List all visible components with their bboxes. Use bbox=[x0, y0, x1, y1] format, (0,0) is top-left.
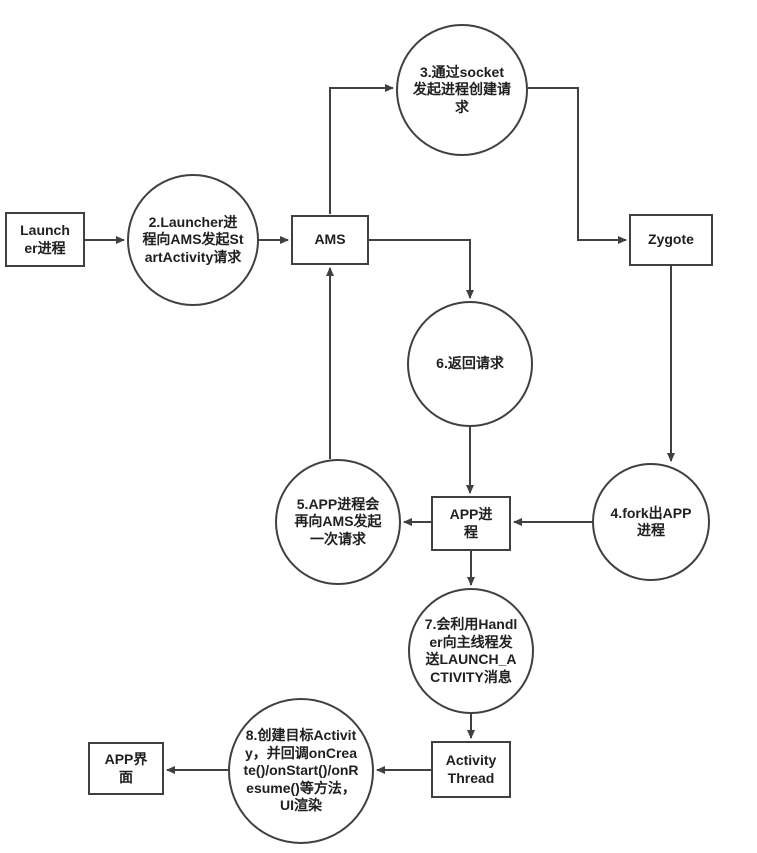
node-zygote: Zygote bbox=[629, 214, 713, 266]
node-app-ui-label: APP界面 bbox=[104, 751, 148, 785]
node-launcher-process: Launcher进程 bbox=[5, 212, 85, 267]
node-step2-label: 2.Launcher进程向AMS发起StartActivity请求 bbox=[142, 213, 244, 265]
node-activity-thread-label: Activity Thread bbox=[445, 752, 497, 786]
node-step3-socket-request: 3.通过socket发起进程创建请求 bbox=[396, 24, 528, 156]
node-zygote-label: Zygote bbox=[648, 231, 694, 248]
node-step3-label: 3.通过socket发起进程创建请求 bbox=[413, 63, 511, 115]
node-launcher-process-label: Launcher进程 bbox=[20, 222, 70, 256]
node-activity-thread: Activity Thread bbox=[431, 741, 511, 798]
node-app-process-label: APP进程 bbox=[449, 506, 493, 540]
node-step5-second-ams-request: 5.APP进程会再向AMS发起一次请求 bbox=[275, 459, 401, 585]
node-step2-start-activity-request: 2.Launcher进程向AMS发起StartActivity请求 bbox=[127, 174, 259, 306]
node-step8-label: 8.创建目标Activity，并回调onCreate()/onStart()/o… bbox=[243, 727, 359, 814]
node-step4-fork-app-process: 4.fork出APP进程 bbox=[592, 463, 710, 581]
node-step4-label: 4.fork出APP进程 bbox=[610, 504, 692, 539]
node-step7-label: 7.会利用Handler向主线程发送LAUNCH_ACTIVITY消息 bbox=[424, 616, 518, 685]
node-step7-launch-activity-message: 7.会利用Handler向主线程发送LAUNCH_ACTIVITY消息 bbox=[408, 588, 534, 714]
node-app-process: APP进程 bbox=[431, 496, 511, 551]
node-step8-create-activity-callbacks: 8.创建目标Activity，并回调onCreate()/onStart()/o… bbox=[228, 698, 374, 844]
node-step6-label: 6.返回请求 bbox=[436, 355, 504, 372]
node-ams-label: AMS bbox=[314, 231, 346, 248]
node-step6-return-request: 6.返回请求 bbox=[407, 301, 533, 427]
node-app-ui: APP界面 bbox=[88, 742, 164, 795]
node-step5-label: 5.APP进程会再向AMS发起一次请求 bbox=[294, 495, 382, 547]
node-ams: AMS bbox=[291, 215, 369, 265]
